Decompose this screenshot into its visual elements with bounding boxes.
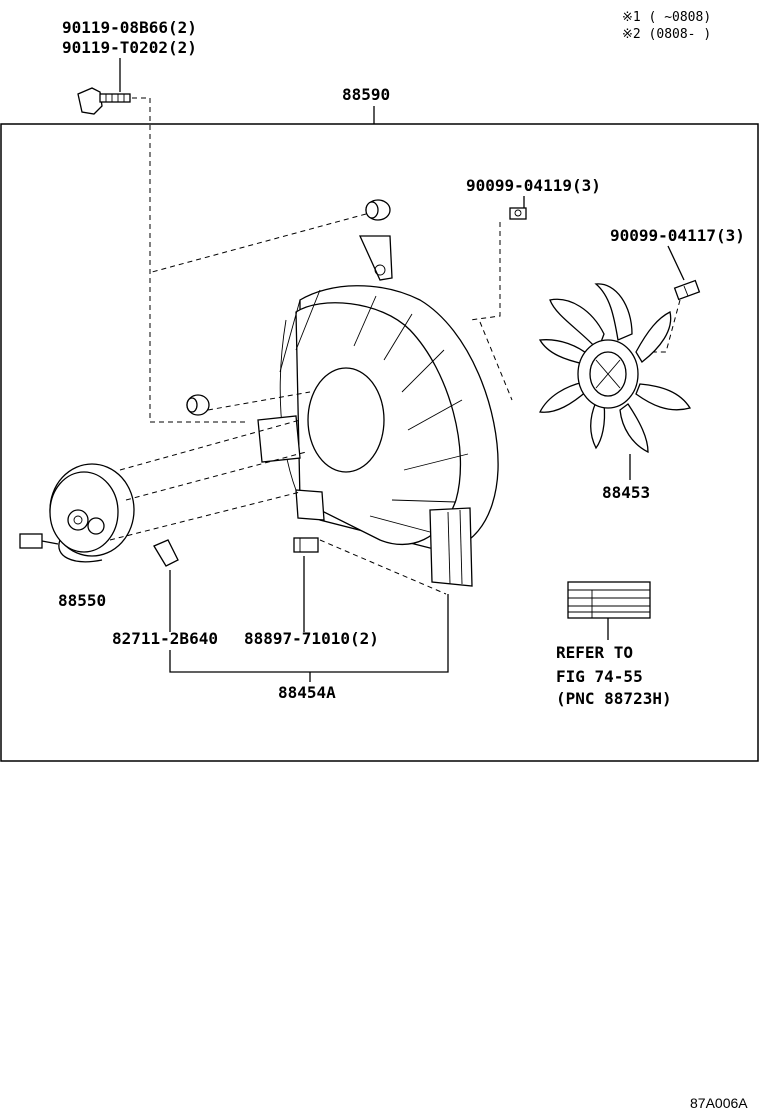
label-nut-small[interactable]: 90099-04119(3): [466, 176, 601, 195]
nut-small-icon: [509, 207, 527, 220]
dash-motor-1: [119, 419, 301, 471]
caution-label-icon: [567, 581, 651, 619]
bolt-icon: [77, 87, 131, 115]
refer-line-3: (PNC 88723H): [556, 689, 672, 708]
cooling-fan: [538, 283, 692, 454]
dash-motor-2: [125, 451, 307, 501]
label-assembly[interactable]: 88454A: [278, 683, 336, 702]
refer-line-2: FIG 74-55: [556, 667, 643, 686]
dash-grommet-left: [207, 391, 311, 411]
dash-grommet-top: [151, 213, 367, 273]
footer-code: 87A006A: [690, 1095, 748, 1111]
dash-nut-small: [469, 222, 501, 321]
grommet-left-icon: [186, 394, 210, 416]
bracket-assembly: [169, 594, 449, 673]
label-motor[interactable]: 88550: [58, 591, 106, 610]
label-bolt-2[interactable]: 90119-T0202(2): [62, 38, 197, 57]
diagram-frame: [0, 123, 759, 762]
grommet-top-icon: [365, 199, 391, 221]
note-line-2: ※2 (0808- ): [622, 27, 711, 42]
grommet-block-icon: [293, 537, 319, 553]
label-grommet[interactable]: 88897-71010(2): [244, 629, 379, 648]
note-line-1: ※1 ( ~0808): [622, 10, 711, 25]
dash-bolt: [132, 97, 248, 423]
label-clip[interactable]: 82711-2B640: [112, 629, 218, 648]
refer-line-1: REFER TO: [556, 643, 633, 662]
fan-shroud: [257, 235, 499, 587]
nut-fan-icon: [673, 279, 701, 301]
label-nut-fan[interactable]: 90099-04117(3): [610, 226, 745, 245]
dash-shroud-bottom: [319, 539, 447, 595]
fan-motor: [19, 463, 135, 563]
label-fan[interactable]: 88453: [602, 483, 650, 502]
label-bolt-1[interactable]: 90119-08B66(2): [62, 18, 197, 37]
dash-motor-3: [109, 491, 301, 541]
clip-icon: [153, 539, 179, 567]
leader-nut-fan: [667, 245, 685, 281]
label-shroud[interactable]: 88590: [342, 85, 390, 104]
